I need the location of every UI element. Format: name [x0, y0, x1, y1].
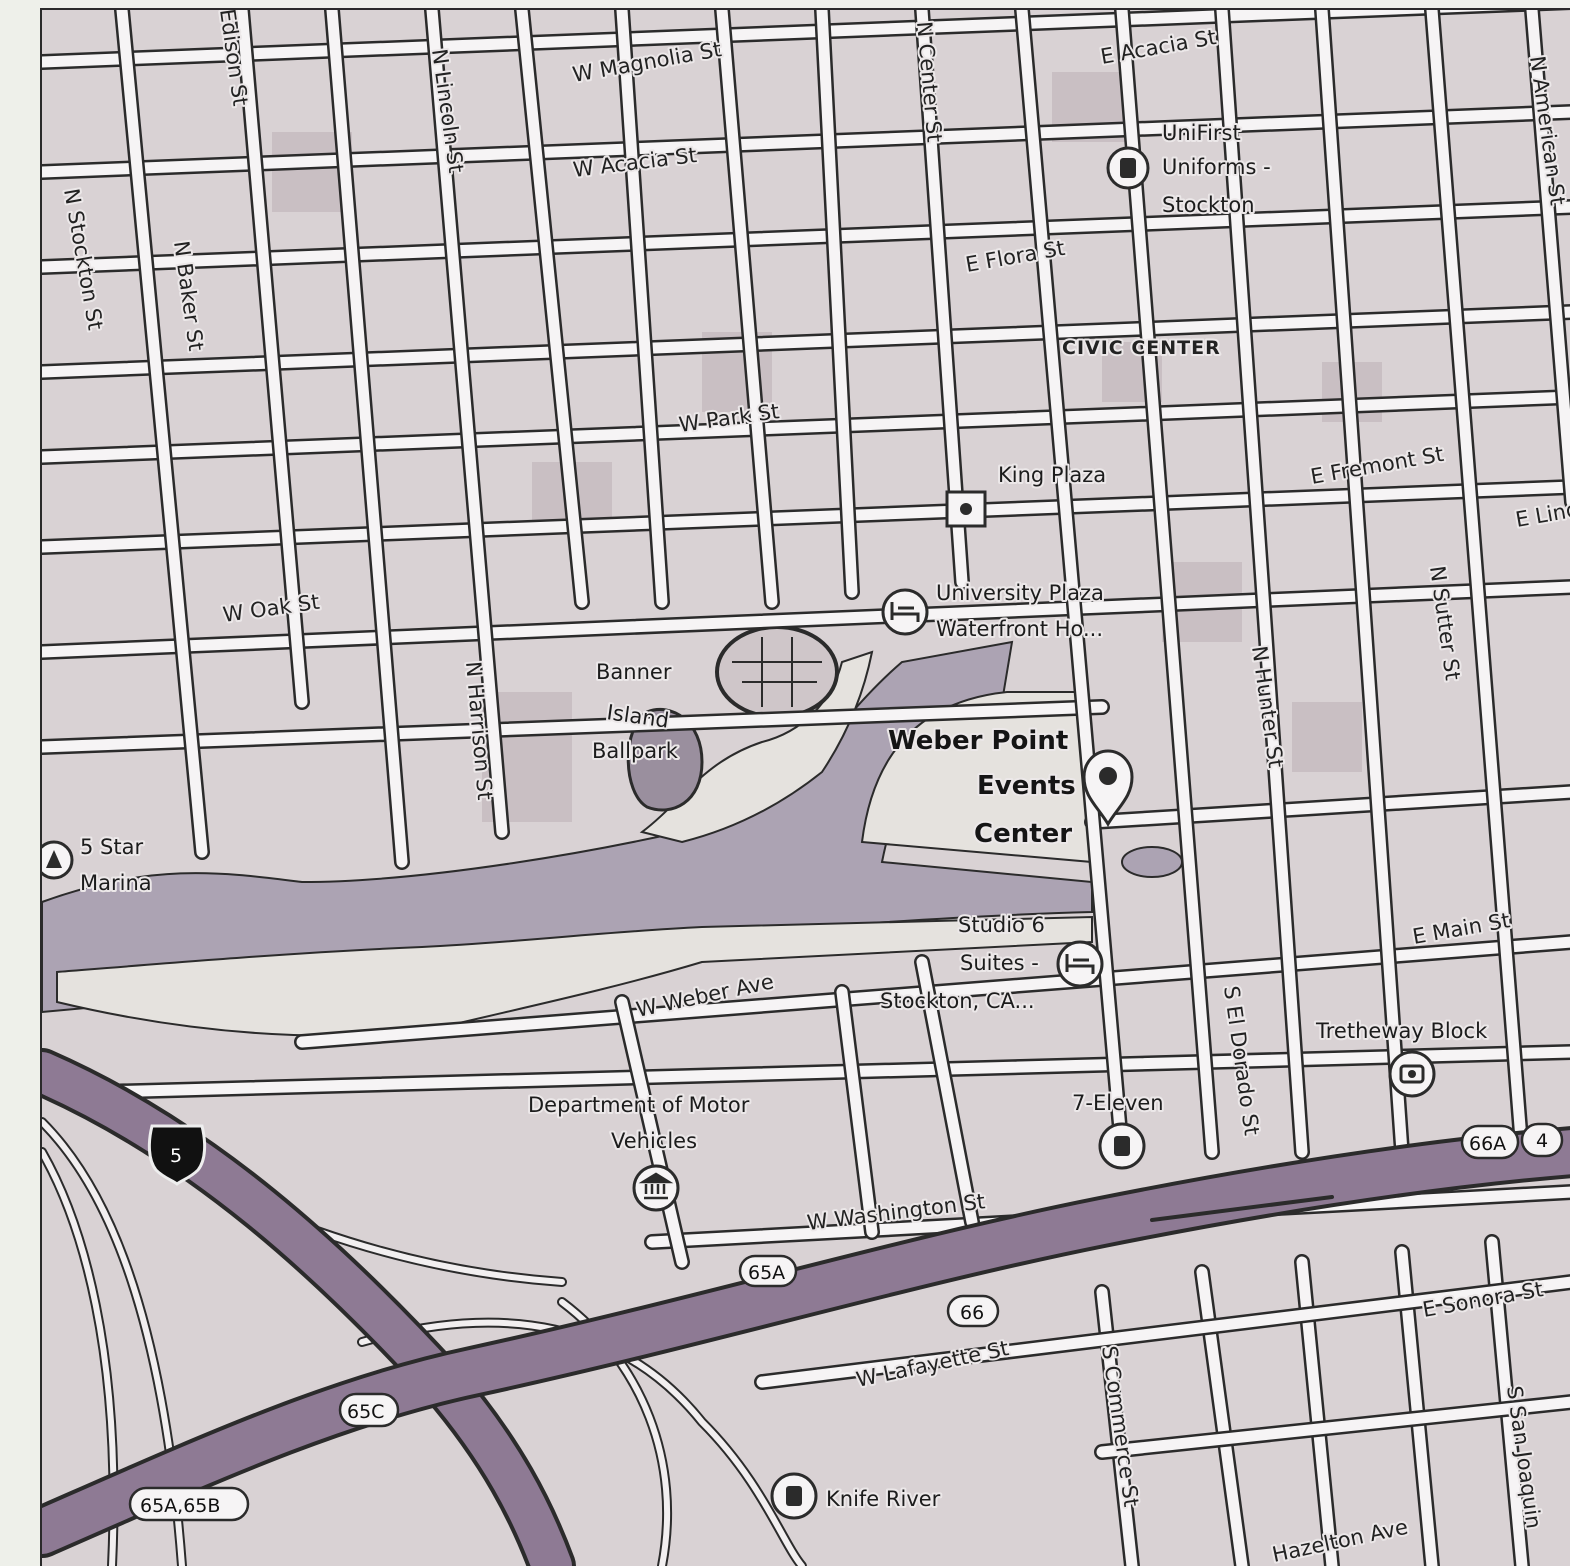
- unifirst-label-3: Stockton: [1162, 193, 1255, 217]
- poi-layer: UniFirst Uniforms - Stockton King Plaza …: [42, 119, 1490, 1520]
- district-label: CIVIC CENTER: [1062, 337, 1221, 359]
- exit-65c-shield: 65C: [338, 1392, 400, 1428]
- hotel-icon: [1056, 940, 1104, 988]
- interstate-5-number: 5: [170, 1145, 182, 1167]
- knife-river-label: Knife River: [826, 1487, 941, 1511]
- exit-66a-shield: 66A: [1460, 1124, 1520, 1160]
- svg-text:66: 66: [960, 1302, 984, 1324]
- exit-66-shield: 66: [946, 1294, 1000, 1328]
- seven-eleven-label: 7-Eleven: [1072, 1091, 1164, 1115]
- unifirst-label-1: UniFirst: [1162, 121, 1241, 145]
- banner-label-3: Ballpark: [592, 739, 679, 763]
- studio6-label-3: Stockton, CA...: [880, 989, 1035, 1013]
- poi-5-star-marina[interactable]: 5 Star Marina: [42, 833, 154, 897]
- weber-point-label-1: Weber Point: [888, 726, 1068, 756]
- svg-text:65C: 65C: [347, 1401, 384, 1423]
- poi-studio6[interactable]: Studio 6 Suites - Stockton, CA...: [878, 911, 1104, 1015]
- highway-shields: 5 65A 66A 4 66 65C: [128, 1122, 1564, 1522]
- svg-text:66A: 66A: [1469, 1133, 1506, 1155]
- svg-text:4: 4: [1536, 1130, 1548, 1152]
- weber-point-label-2: Events: [977, 771, 1076, 801]
- map-pin-icon[interactable]: [1082, 749, 1134, 827]
- king-plaza-label: King Plaza: [998, 463, 1106, 487]
- trethaway-label: Tretheway Block: [1315, 1019, 1488, 1043]
- dmv-label-1: Department of Motor: [528, 1093, 750, 1117]
- poi-7-eleven[interactable]: 7-Eleven: [1070, 1089, 1166, 1170]
- poi-trethaway[interactable]: Tretheway Block: [1313, 1017, 1490, 1098]
- unifirst-label-2: Uniforms -: [1162, 155, 1271, 179]
- poi-knife-river[interactable]: Knife River: [770, 1472, 943, 1520]
- map-canvas[interactable]: Edison St W Magnolia St N Lincoln St N C…: [42, 10, 1570, 1566]
- poi-dmv[interactable]: Department of Motor Vehicles: [526, 1091, 752, 1212]
- marina-label-1: 5 Star: [80, 835, 143, 859]
- hotel-icon: [881, 588, 929, 636]
- studio6-label-1: Studio 6: [958, 913, 1045, 937]
- street-grid: [42, 10, 1570, 1566]
- san-joaquin-river: [42, 625, 1183, 1037]
- exit-4-shield: 4: [1520, 1122, 1564, 1158]
- svg-text:65A: 65A: [748, 1262, 785, 1284]
- studio6-label-2: Suites -: [960, 951, 1039, 975]
- dmv-label-2: Vehicles: [611, 1129, 697, 1153]
- weber-point-label-3: Center: [974, 819, 1072, 849]
- banner-label-1: Banner: [596, 660, 672, 684]
- interstate-5-shield: 5: [147, 1124, 207, 1186]
- svg-text:65A,65B: 65A,65B: [140, 1495, 220, 1517]
- poi-unifirst[interactable]: UniFirst Uniforms - Stockton: [1106, 119, 1273, 219]
- poi-weber-point[interactable]: Weber Point Events Center: [886, 724, 1134, 851]
- map-viewport[interactable]: Edison St W Magnolia St N Lincoln St N C…: [40, 8, 1570, 1566]
- university-plaza-label-2: Waterfront Ho...: [936, 617, 1103, 641]
- marina-label-2: Marina: [80, 871, 152, 895]
- poi-university-plaza[interactable]: University Plaza Waterfront Ho...: [881, 579, 1106, 643]
- exit-65ab-shield: 65A,65B: [128, 1486, 250, 1522]
- poi-king-plaza[interactable]: King Plaza: [945, 461, 1108, 528]
- university-plaza-label-1: University Plaza: [936, 581, 1104, 605]
- exit-65a-shield: 65A: [738, 1254, 798, 1288]
